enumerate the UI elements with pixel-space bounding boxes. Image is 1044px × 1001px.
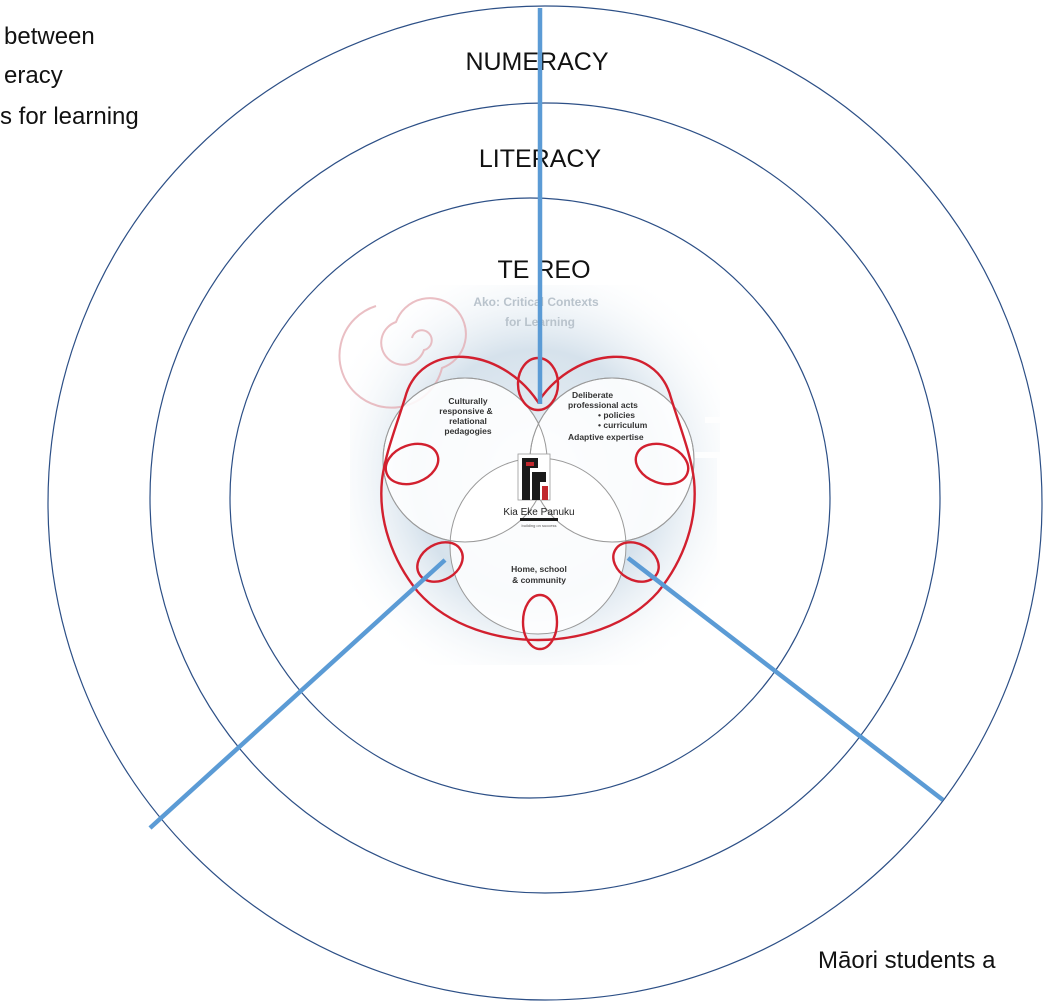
brand-name: Kia Eke Panuku	[503, 507, 574, 518]
right-circle-line5: Adaptive expertise	[568, 432, 644, 442]
brand-tagline: building on success	[522, 523, 557, 528]
left-circle-line2: responsive &	[439, 406, 492, 416]
bottom-circle-line1: Home, school	[511, 564, 567, 574]
spoke-right	[626, 556, 945, 802]
left-circle-line4: pedagogies	[444, 426, 492, 436]
right-circle-line1: Deliberate	[572, 390, 613, 400]
inner-ring	[229, 197, 831, 799]
bottom-circle-text: Home, school & community	[511, 564, 567, 585]
framework-title-line1: Ako: Critical Contexts	[473, 295, 599, 309]
right-circle-line3: • policies	[598, 410, 635, 420]
corner-text-line1: between	[4, 23, 95, 50]
right-circle-line2: professional acts	[568, 400, 638, 410]
koru-spiral-icon	[338, 297, 467, 409]
spoke-left	[148, 558, 447, 830]
outer-ring	[47, 5, 1043, 1001]
bottom-caption: Māori students a	[818, 947, 996, 974]
left-circle-line1: Culturally	[448, 396, 487, 406]
right-circle-line4: • curriculum	[598, 420, 648, 430]
red-petal-outline	[380, 355, 696, 651]
left-circle-text: Culturally responsive & relational pedag…	[439, 396, 492, 436]
middle-ring	[149, 102, 941, 894]
ring-label-numeracy: NUMERACY	[465, 48, 608, 76]
corner-text-line2: eracy	[4, 62, 63, 89]
right-circle-text: Deliberate professional acts • policies …	[568, 390, 648, 442]
framework-graphic: Ako: Critical Contexts for Learning Cult…	[338, 285, 743, 690]
spokes	[148, 8, 945, 830]
brand-underline	[520, 518, 558, 521]
kia-eke-panuku-logo	[517, 453, 551, 501]
left-circle-line3: relational	[449, 416, 487, 426]
bottom-circle-line2: & community	[512, 575, 566, 585]
corner-text-line3: s for learning	[0, 103, 139, 130]
ring-label-te-reo: TE REO	[497, 256, 590, 284]
decorative-lines	[670, 417, 743, 690]
